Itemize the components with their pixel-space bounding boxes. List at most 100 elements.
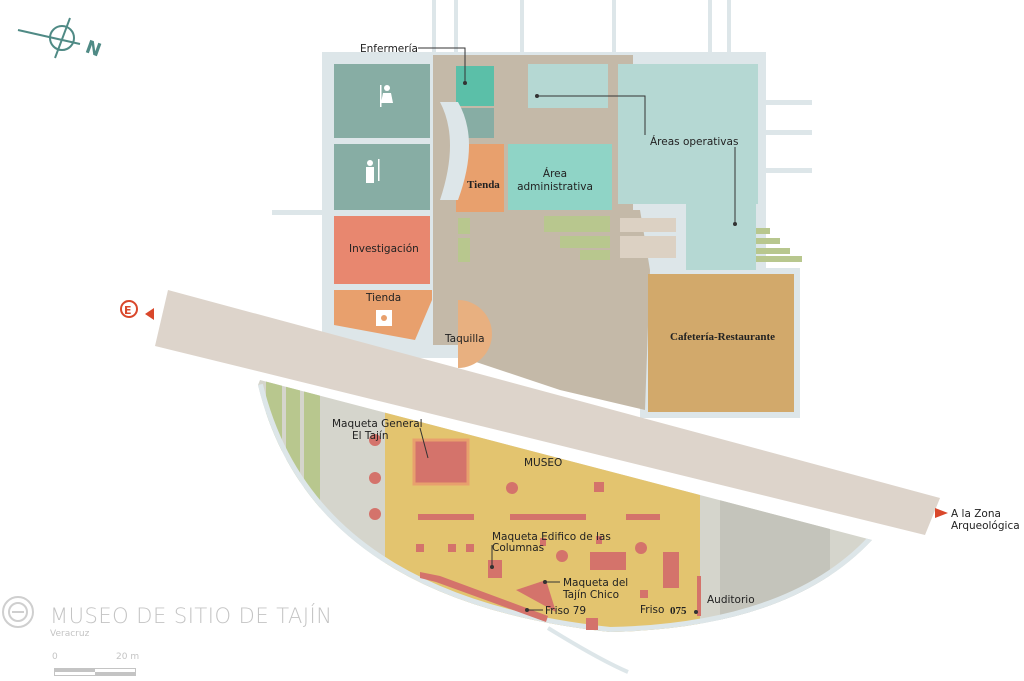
label-taquilla: Taquilla [444, 333, 485, 345]
green-step [756, 238, 780, 244]
label-tienda-top: Tienda [467, 179, 500, 191]
label-friso-075: Friso [640, 604, 664, 616]
label-friso-79: Friso 79 [545, 605, 586, 617]
exhibit [640, 590, 648, 598]
wall [272, 210, 332, 215]
compass-icon: N [17, 17, 104, 62]
path-line [546, 626, 629, 674]
scale-bar [54, 668, 136, 676]
maqueta-general-exhibit [412, 438, 470, 486]
label-maqueta-general-2: El Tajín [352, 430, 389, 442]
enfermeria-room [456, 66, 494, 106]
wall [612, 0, 616, 55]
exhibit [369, 508, 381, 520]
areas-operativas-room [528, 64, 608, 108]
area-administrativa-room [508, 144, 612, 210]
label-cafeteria: Cafetería-Restaurante [670, 331, 775, 343]
cafeteria-room [648, 274, 794, 412]
scale-end: 20 m [116, 652, 140, 662]
restroom-men [334, 144, 430, 210]
label-maqueta-columnas-2: Columnas [492, 542, 544, 554]
label-investigacion: Investigación [349, 243, 419, 255]
storage-room [620, 236, 676, 258]
green-area [544, 216, 610, 232]
walkway [155, 290, 940, 535]
exhibit [590, 552, 626, 570]
green-step [756, 248, 790, 254]
friso-79-exhibit [420, 572, 548, 622]
exhibit [540, 538, 546, 546]
exhibit [594, 482, 604, 492]
label-maqueta-chico-2: Tajín Chico [562, 589, 619, 601]
green-area [458, 238, 470, 262]
wall [432, 0, 436, 55]
map-title: MUSEO DE SITIO DE TAJÍN [50, 604, 333, 628]
investigacion-room [334, 216, 430, 284]
label-auditorio: Auditorio [707, 594, 755, 606]
exhibit [635, 542, 647, 554]
exhibit [369, 472, 381, 484]
exhibit [510, 514, 586, 520]
maqueta-tajin-chico-exhibit [516, 580, 556, 612]
green-area [266, 380, 282, 520]
green-area [458, 218, 470, 234]
wall [708, 0, 712, 55]
exhibit [506, 482, 518, 494]
exhibit [556, 550, 568, 562]
entrance-marker: E [120, 300, 154, 320]
exhibits [369, 434, 701, 630]
men-restroom-icon [366, 159, 380, 183]
green-area [560, 236, 610, 248]
exhibit [416, 544, 424, 552]
wall [762, 130, 812, 135]
map-subtitle: Veracruz [50, 629, 90, 639]
label-area-admin: Área [543, 167, 567, 180]
entrance-letter: E [124, 304, 132, 317]
exhibit [626, 514, 660, 520]
exhibit [418, 514, 474, 520]
label-zona-arqueologica: A la Zona [951, 508, 1001, 520]
wall [762, 100, 812, 105]
label-zona-arqueologica-2: Arqueológica [951, 520, 1020, 532]
exhibit [369, 434, 381, 446]
scale-bar-segment [95, 669, 135, 675]
museum-outer-wall [258, 383, 872, 632]
label-tienda: Tienda [365, 292, 401, 304]
wall [727, 0, 731, 55]
exhibit [466, 544, 474, 552]
label-maqueta-columnas: Maqueta Edifico de las [492, 531, 611, 543]
taquilla-room [458, 300, 492, 368]
green-area [580, 250, 610, 260]
green-step [756, 228, 770, 234]
storage-room [620, 218, 676, 232]
exhibit [448, 544, 456, 552]
exhibit [596, 536, 602, 544]
arrow-right-icon [935, 508, 948, 518]
areas-operativas-room [686, 64, 756, 270]
curved-wall [440, 102, 469, 200]
label-friso-075-number: 075 [670, 605, 687, 617]
women-restroom-icon [380, 85, 393, 107]
exhibit [586, 618, 598, 630]
leader-lines [418, 47, 737, 614]
label-museo: MUSEO [524, 457, 562, 469]
label-enfermeria: Enfermería [360, 43, 418, 55]
label-maqueta-chico: Maqueta del [563, 577, 628, 589]
label-maqueta-general: Maqueta General [332, 418, 423, 430]
wall [762, 168, 812, 173]
exhibit [663, 552, 679, 588]
wall [520, 0, 524, 55]
green-area [304, 385, 320, 535]
friso-075-exhibit [697, 576, 701, 616]
wall [454, 0, 458, 55]
green-step [756, 256, 802, 262]
maqueta-columnas-exhibit [488, 560, 502, 578]
shopping-bag-icon [376, 310, 392, 326]
tajin-logo-icon [2, 596, 34, 628]
scale-start: 0 [52, 652, 58, 662]
svg-text:N: N [83, 37, 104, 62]
label-area-admin-2: administrativa [517, 181, 593, 193]
label-areas-operativas: Áreas operativas [650, 135, 738, 148]
